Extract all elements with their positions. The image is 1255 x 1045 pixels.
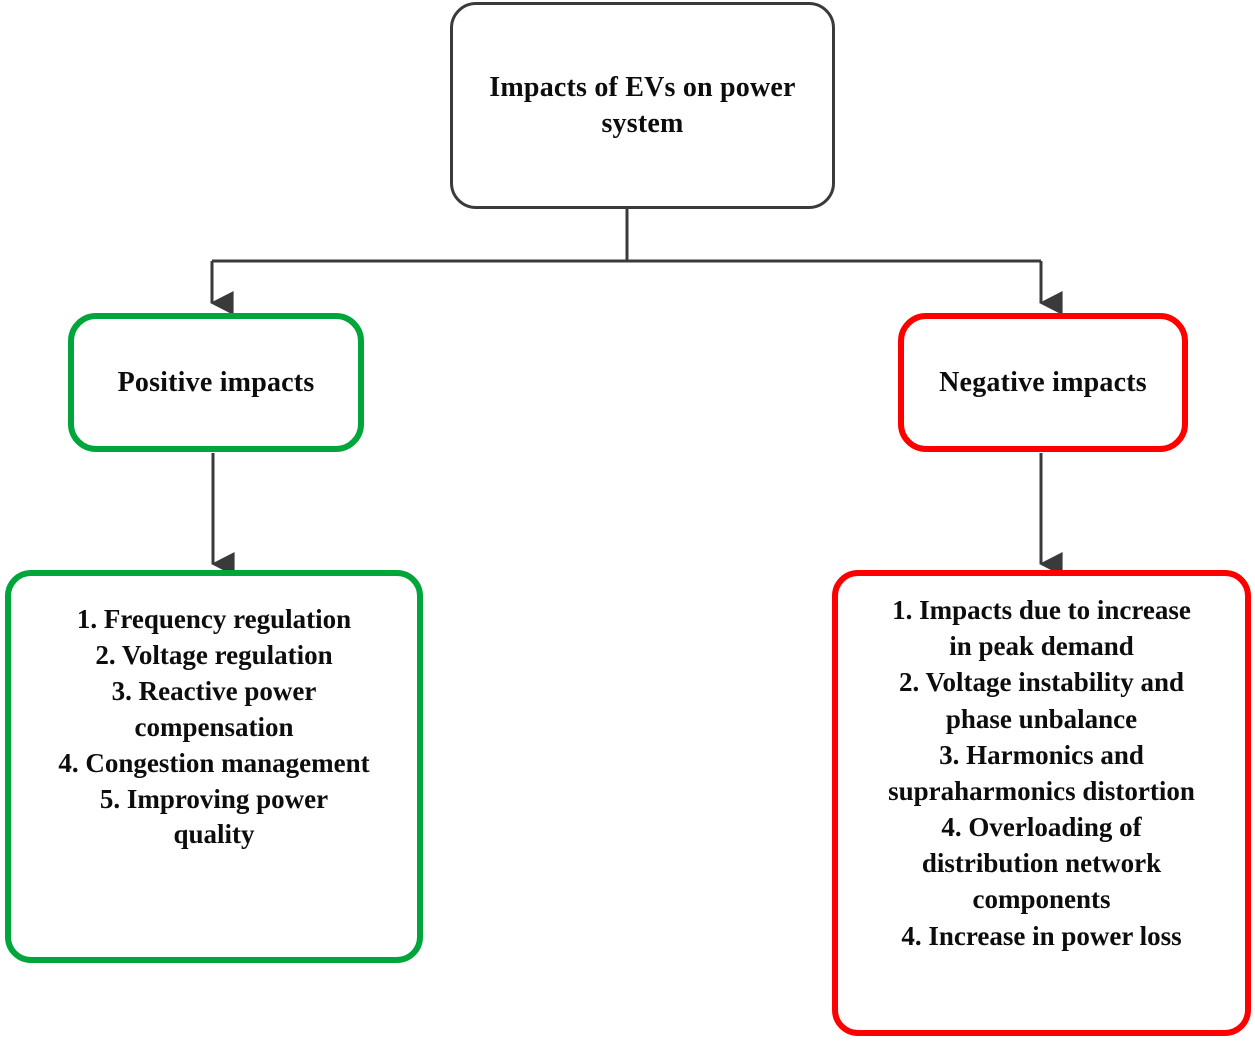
list-item: 4. Congestion management — [58, 747, 370, 778]
node-positive-impacts-label: Positive impacts — [117, 366, 315, 398]
list-item: 1. Frequency regulation — [76, 604, 352, 634]
list-item: 4. Increase in power loss — [901, 920, 1182, 951]
node-negative-impacts-label: Negative impacts — [939, 366, 1147, 398]
node-negative-impacts-list[interactable]: 1. Impacts due to increase in peak deman… — [832, 570, 1251, 1036]
list-item: 3. Harmonics and supraharmonics distorti… — [888, 739, 1195, 806]
list-item: 4. Overloading of distribution network c… — [921, 812, 1162, 915]
list-item: 5. Improving power quality — [99, 783, 329, 850]
node-positive-impacts[interactable]: Positive impacts — [68, 313, 364, 452]
positive-list-body: 1. Frequency regulation 2. Voltage regul… — [11, 576, 417, 853]
node-root[interactable]: Impacts of EVs on power system — [450, 2, 835, 209]
list-item: 1. Impacts due to increase in peak deman… — [892, 595, 1191, 662]
negative-list-body: 1. Impacts due to increase in peak deman… — [838, 576, 1245, 954]
node-root-label: Impacts of EVs on power system — [489, 71, 796, 139]
list-item: 2. Voltage instability and phase unbalan… — [898, 667, 1185, 734]
node-negative-impacts[interactable]: Negative impacts — [898, 313, 1188, 452]
list-item: 2. Voltage regulation — [95, 639, 333, 670]
list-item: 3. Reactive power compensation — [111, 675, 317, 742]
node-positive-impacts-list[interactable]: 1. Frequency regulation 2. Voltage regul… — [5, 570, 423, 963]
